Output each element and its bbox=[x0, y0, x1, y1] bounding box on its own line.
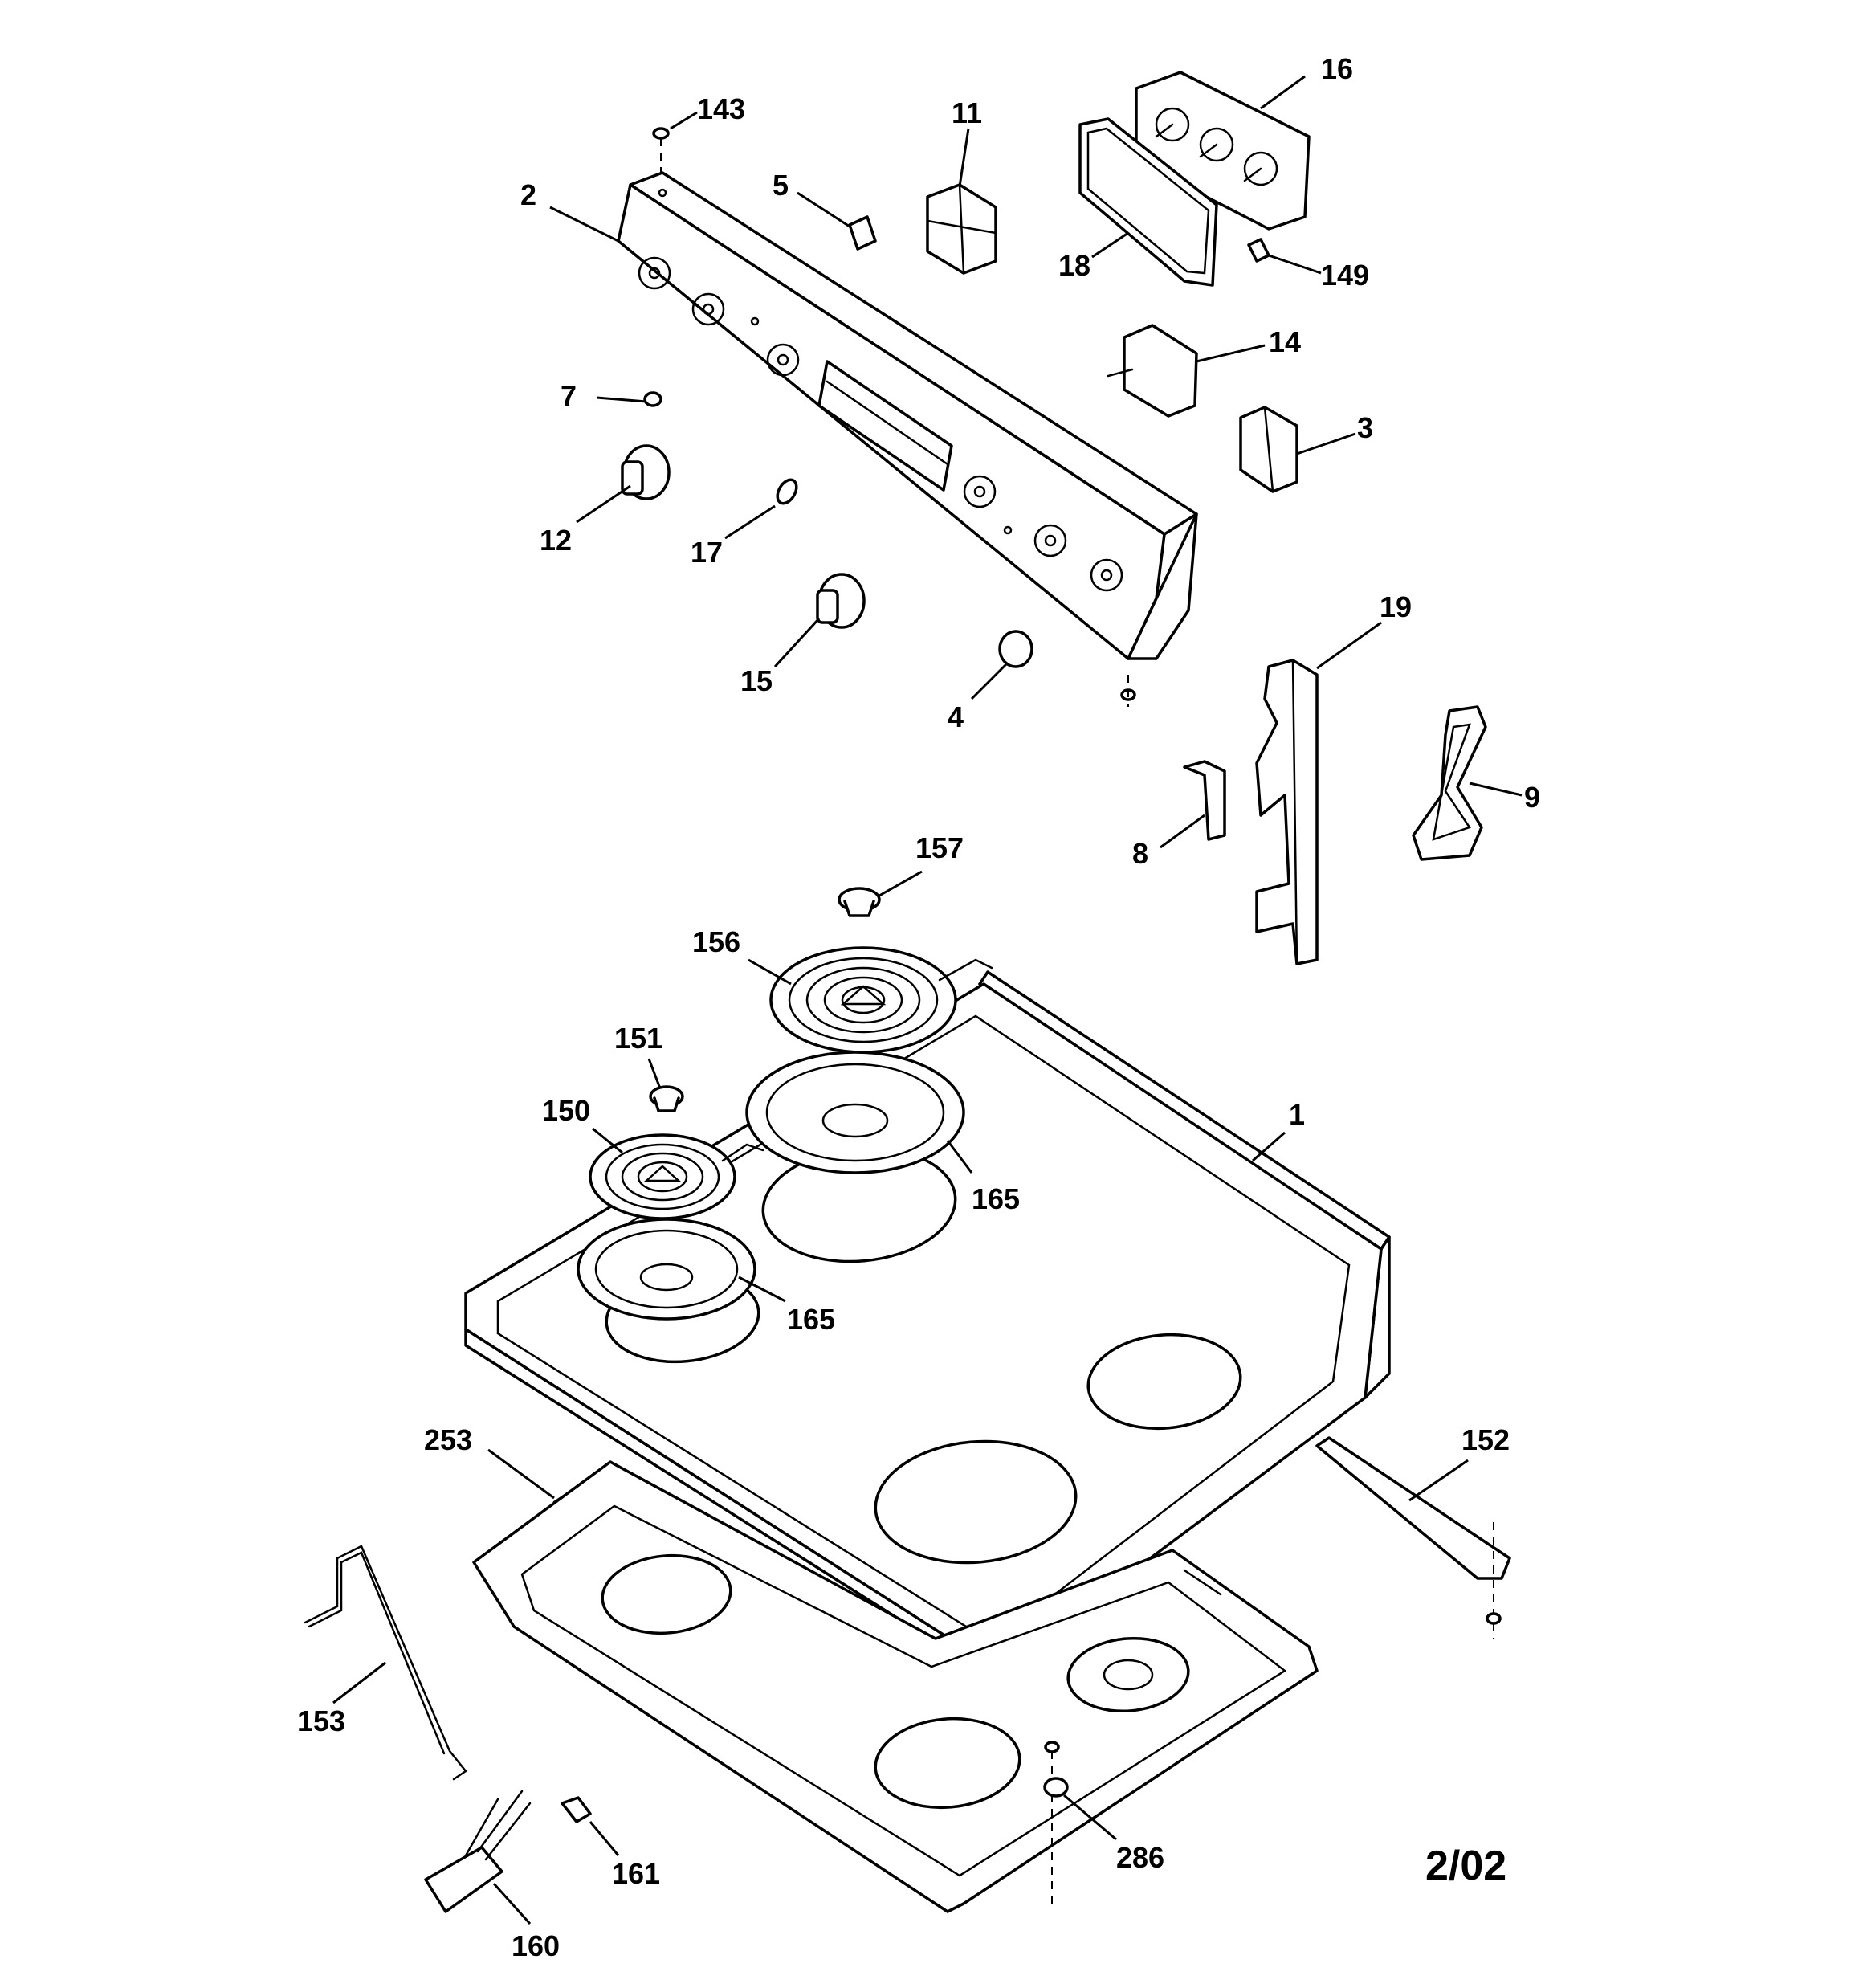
part-14-switch bbox=[1107, 324, 1198, 418]
callout-160: 160 bbox=[512, 1929, 560, 1962]
callout-18: 18 bbox=[1058, 249, 1090, 282]
part-9-handle-bracket bbox=[1412, 705, 1487, 861]
part-156-surface-unit-large bbox=[769, 946, 993, 1054]
part-153-wire bbox=[304, 1545, 467, 1781]
part-5-clip bbox=[848, 215, 877, 251]
callout-3: 3 bbox=[1357, 411, 1373, 444]
callout-8: 8 bbox=[1132, 837, 1148, 870]
leader-lines bbox=[332, 75, 1523, 1925]
part-286-screw bbox=[1043, 1741, 1069, 1904]
panel-screw bbox=[1120, 675, 1136, 707]
part-161-clip bbox=[561, 1796, 592, 1823]
callout-150: 150 bbox=[542, 1094, 590, 1127]
part-152-brace bbox=[1315, 1436, 1511, 1639]
callout-151: 151 bbox=[614, 1022, 662, 1055]
part-1-cooktop bbox=[464, 970, 1391, 1684]
callout-165-small: 165 bbox=[787, 1303, 835, 1336]
part-150-surface-unit-small bbox=[589, 1133, 764, 1220]
callout-19: 19 bbox=[1380, 590, 1412, 623]
part-4-knob bbox=[998, 630, 1033, 668]
callout-152: 152 bbox=[1461, 1423, 1510, 1456]
callout-156: 156 bbox=[692, 925, 740, 958]
part-19-bracket bbox=[1255, 659, 1319, 965]
part-149-clip bbox=[1247, 238, 1270, 263]
callout-labels: 143 2 5 11 16 18 149 14 3 7 12 17 15 4 1… bbox=[297, 52, 1540, 1962]
callout-253: 253 bbox=[424, 1423, 472, 1456]
callout-14: 14 bbox=[1269, 325, 1301, 358]
callout-1: 1 bbox=[1289, 1098, 1305, 1131]
part-151-receptacle-cap bbox=[649, 1085, 684, 1112]
part-157-receptacle-cap bbox=[838, 887, 881, 917]
part-15-knob bbox=[816, 573, 866, 629]
callout-157: 157 bbox=[915, 831, 964, 864]
callout-7: 7 bbox=[561, 379, 577, 412]
part-7-screw bbox=[643, 391, 662, 407]
part-165-drip-bowl-large bbox=[745, 1051, 965, 1174]
callout-161: 161 bbox=[612, 1857, 660, 1890]
callout-153: 153 bbox=[297, 1704, 345, 1737]
callout-165-large: 165 bbox=[972, 1182, 1020, 1215]
callout-12: 12 bbox=[540, 524, 572, 557]
part-143-screw bbox=[652, 127, 670, 173]
callout-16: 16 bbox=[1321, 52, 1353, 85]
callout-11: 11 bbox=[952, 96, 982, 129]
part-165-drip-bowl-small bbox=[577, 1218, 756, 1321]
date-code: 2/02 bbox=[1425, 1843, 1506, 1889]
callout-5: 5 bbox=[773, 169, 789, 202]
callout-15: 15 bbox=[740, 664, 773, 697]
part-160-terminal-block bbox=[424, 1790, 532, 1913]
callout-4: 4 bbox=[948, 700, 964, 733]
callout-143: 143 bbox=[697, 92, 745, 125]
part-2-control-panel-backsplash bbox=[617, 171, 1198, 660]
part-12-knob bbox=[621, 444, 671, 500]
part-11-switch bbox=[926, 183, 997, 275]
part-18-glass-panel bbox=[1078, 117, 1218, 287]
part-17-lamp bbox=[776, 478, 798, 505]
callout-9: 9 bbox=[1524, 781, 1540, 814]
callout-17: 17 bbox=[691, 536, 723, 569]
part-3-switch bbox=[1239, 406, 1298, 493]
part-8-bracket bbox=[1183, 760, 1226, 841]
callout-2: 2 bbox=[520, 178, 536, 211]
part-253-cooktop-bottom-pan bbox=[472, 1460, 1319, 1913]
callout-149: 149 bbox=[1321, 259, 1369, 292]
callout-286: 286 bbox=[1116, 1841, 1164, 1874]
